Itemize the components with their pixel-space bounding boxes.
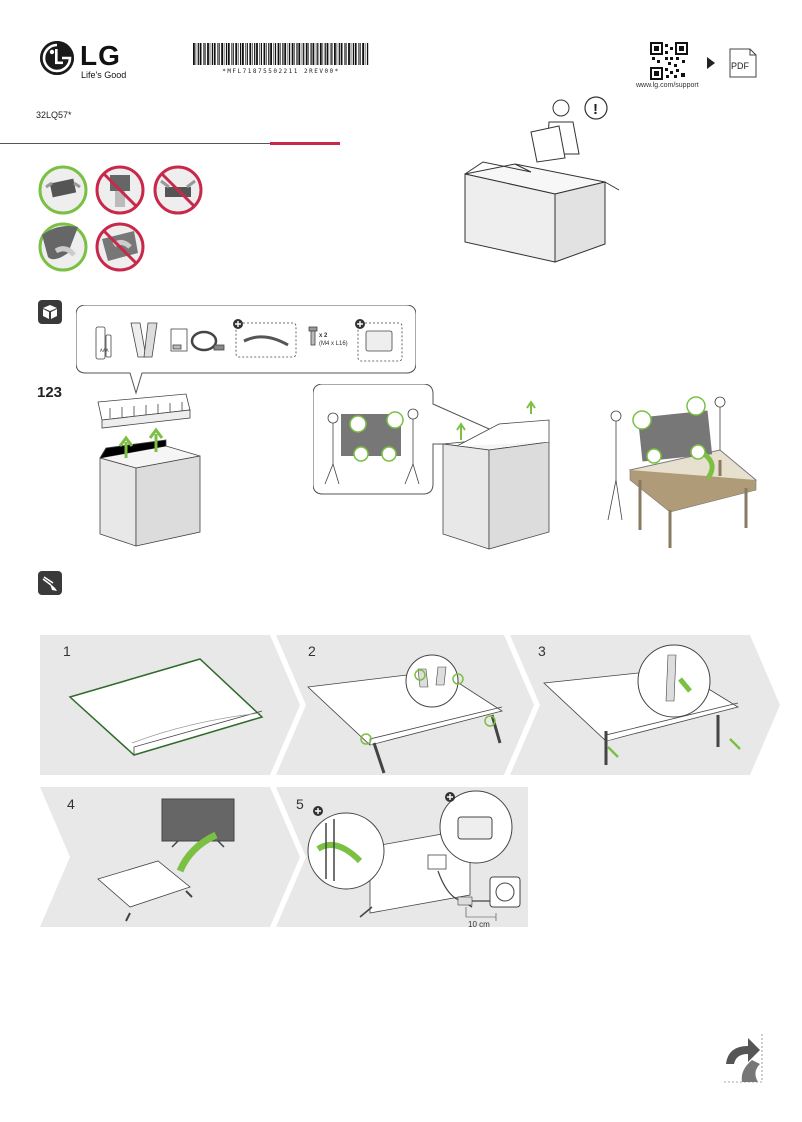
assembly-steps-panels	[40, 635, 780, 927]
box-contents-icon	[38, 300, 62, 324]
support-url[interactable]: www.lg.com/support	[636, 82, 699, 89]
handle-wrong-1-icon	[95, 165, 145, 215]
power-cable-icon	[190, 330, 225, 352]
cable-distance: 10 cm	[468, 920, 490, 929]
handling-guidelines	[38, 165, 203, 272]
step-5-number: 5	[296, 796, 304, 812]
pdf-document-icon[interactable]	[728, 48, 758, 78]
wall-outlet-icon	[489, 876, 521, 908]
lift-arrow-icon	[148, 427, 164, 452]
cable-holder-optional	[235, 322, 297, 358]
divider-accent	[270, 142, 340, 145]
manual-icon	[170, 328, 188, 352]
screw-spec: (M4 x L16)	[319, 341, 348, 347]
arrow-right-icon	[707, 57, 715, 69]
step-4-number: 4	[67, 796, 75, 812]
cleaning-cloth-icon	[38, 571, 62, 595]
step-3-number: 3	[538, 643, 546, 659]
lg-logo-icon	[40, 41, 74, 75]
stand-legs-icon	[130, 322, 158, 358]
screw-quantity: x 2	[319, 333, 328, 339]
screen-touch-correct-icon	[38, 222, 88, 272]
optional-plus-icon	[233, 319, 365, 329]
screen-touch-wrong-icon	[95, 222, 145, 272]
optional-plus-icon	[313, 792, 455, 816]
brand-tagline: Life's Good	[81, 70, 127, 80]
step-4-panel	[40, 787, 300, 927]
accessory-count-label: 123	[37, 384, 63, 401]
battery-label: AAA	[100, 348, 109, 353]
handle-wrong-2-icon	[153, 165, 203, 215]
remote-control-icon	[95, 326, 112, 360]
unboxing-caution-illustration: !	[464, 96, 620, 263]
handle-correct-icon	[38, 165, 88, 215]
lift-arrow-icon	[118, 435, 134, 458]
svg-text:!: !	[593, 101, 598, 118]
tv-on-table-illustration	[607, 396, 758, 548]
pdf-label: PDF	[731, 61, 749, 71]
accessories-callout	[76, 305, 416, 395]
step-1-number: 1	[63, 643, 71, 659]
tv-lift-illustration	[313, 384, 550, 550]
barcode	[193, 43, 369, 65]
accessory-tray-box-illustration	[97, 393, 201, 547]
divider	[0, 143, 270, 144]
barcode-text: *MFL71875502211 2REV00*	[222, 68, 340, 75]
brand-name: LG	[80, 40, 121, 71]
place-arrow-icon	[702, 451, 715, 480]
page-turn-icon[interactable]	[722, 1034, 764, 1084]
tv-face-down-icon	[68, 658, 264, 756]
qr-code-icon[interactable]	[650, 42, 688, 80]
tilt-up-arrow-icon	[176, 831, 218, 873]
model-number: 32LQ57*	[36, 110, 72, 120]
screw-icon	[308, 326, 318, 346]
caution-icon	[584, 96, 608, 120]
step-2-number: 2	[308, 643, 316, 659]
